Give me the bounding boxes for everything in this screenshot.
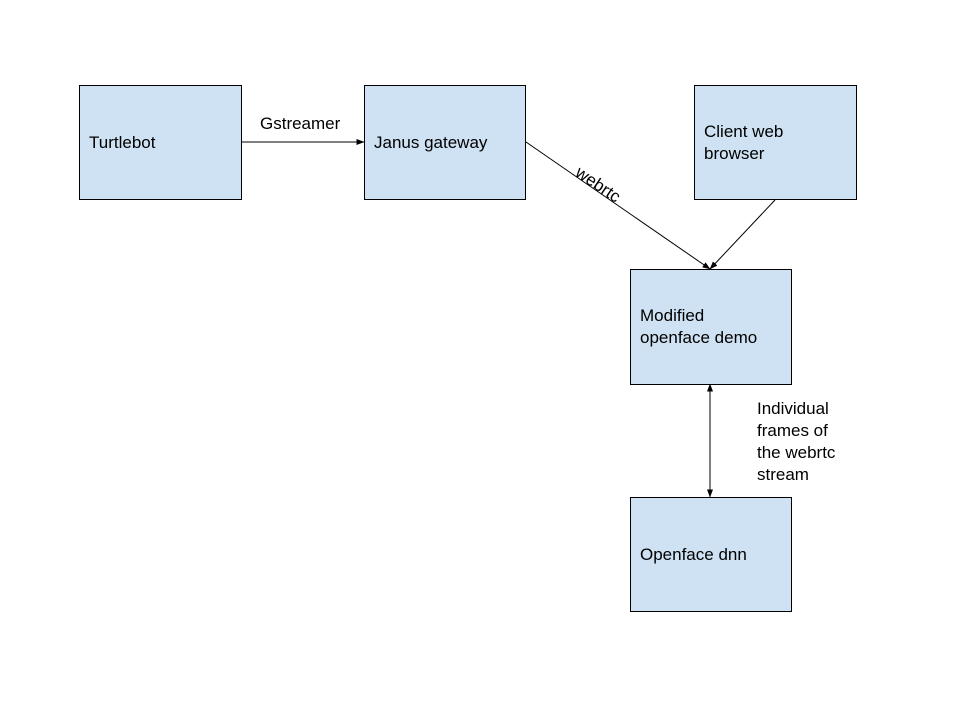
edge-label-individual-frames: Individual frames of the webrtc stream: [757, 399, 836, 484]
node-modified-openface-demo-label: Modified openface demo: [640, 306, 758, 347]
node-turtlebot: Turtlebot: [79, 85, 242, 200]
node-modified-openface-demo: Modified openface demo: [630, 269, 792, 385]
node-openface-dnn: Openface dnn: [630, 497, 792, 612]
node-turtlebot-label: Turtlebot: [89, 132, 156, 152]
edge-client-to-openface-demo: [709, 199, 776, 270]
node-janus-gateway-label: Janus gateway: [374, 132, 488, 152]
node-client-web-browser-label: Client web browser: [704, 121, 784, 163]
edge-label-gstreamer: Gstreamer: [260, 114, 341, 133]
edge-janus-to-openface-demo: [525, 141, 711, 270]
node-janus-gateway: Janus gateway: [364, 85, 526, 200]
node-client-web-browser: Client web browser: [694, 85, 857, 200]
node-openface-dnn-label: Openface dnn: [640, 544, 747, 564]
